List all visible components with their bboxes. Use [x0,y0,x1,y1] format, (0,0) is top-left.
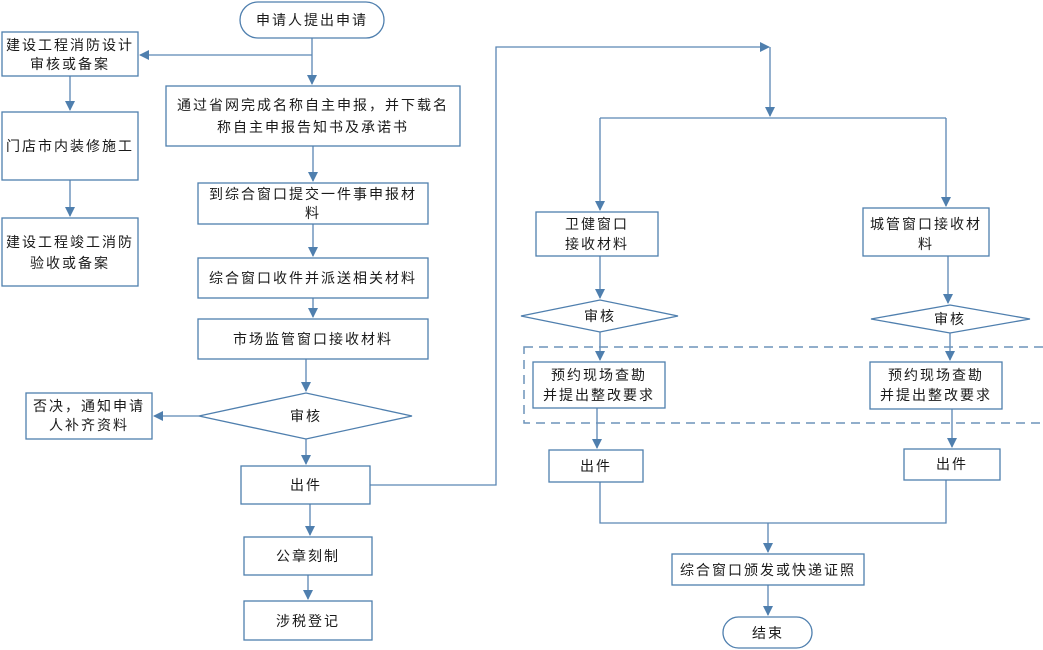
node-label: 料 [305,206,321,222]
node-label: 综合窗口收件并派送相关材料 [209,270,417,287]
node-label: 申请人提出申请 [256,13,368,29]
node-label: 审核或备案 [30,56,110,73]
node-label: 建设工程消防设计 [6,38,134,54]
node-label: 料 [918,237,934,253]
node-label: 并提出整改要求 [880,388,992,404]
node-label: 出件 [290,478,322,494]
node-end[interactable]: 结束 [722,616,813,649]
node-label: 门店市内装修施工 [6,138,134,155]
node-label: 接收材料 [565,236,629,253]
node-submit-materials[interactable]: 到综合窗口提交一件事申报材 料 [197,182,429,225]
node-health-review[interactable]: 审核 [520,299,679,333]
node-label: 验收或备案 [30,255,110,272]
node-label: 并提出整改要求 [543,388,655,404]
node-urban-inspect[interactable]: 预约现场查勘 并提出整改要求 [869,361,1003,410]
edge-merge [599,480,947,524]
onsite-inspection-group [523,346,1043,424]
node-reject[interactable]: 否决，通知申请 人补齐资料 [25,392,153,440]
connectors [65,38,957,616]
node-health-receive[interactable]: 卫健窗口 接收材料 [535,211,659,257]
node-tax[interactable]: 涉税登记 [243,600,373,641]
node-label: 公章刻制 [276,548,340,565]
node-label: 出件 [580,459,612,475]
node-seal[interactable]: 公章刻制 [243,536,373,576]
node-label: 到综合窗口提交一件事申报材 [209,186,417,203]
node-label: 审核 [290,409,322,425]
node-fire-design[interactable]: 建设工程消防设计 审核或备案 [1,31,139,77]
node-label: 出件 [936,457,968,473]
node-name-declare[interactable]: 通过省网完成名称自主申报，并下载名 称自主申报告知书及承诺书 [165,85,461,147]
node-label: 预约现场查勘 [551,368,647,384]
node-label: 城管窗口接收材 [870,216,982,233]
node-market-review[interactable]: 审核 [198,392,413,440]
node-label: 建设工程竣工消防 [6,235,134,251]
node-label: 综合窗口颁发或快递证照 [680,562,856,579]
node-label: 人补齐资料 [49,418,129,434]
node-fire-acceptance[interactable]: 建设工程竣工消防 验收或备案 [1,217,139,287]
node-label: 通过省网完成名称自主申报，并下载名 [177,98,449,114]
node-urban-receive[interactable]: 城管窗口接收材 料 [862,207,990,257]
node-urban-review[interactable]: 审核 [870,304,1031,334]
node-label: 卫健窗口 [565,216,629,233]
node-deliver[interactable]: 综合窗口颁发或快递证照 [671,553,865,586]
node-dispatch[interactable]: 综合窗口收件并派送相关材料 [197,257,429,299]
node-label: 市场监管窗口接收材料 [233,331,393,348]
node-market-receive[interactable]: 市场监管窗口接收材料 [197,318,429,360]
node-label: 涉税登记 [276,614,340,630]
node-label: 审核 [934,312,966,328]
node-label: 结束 [752,626,784,642]
node-label: 预约现场查勘 [888,368,984,384]
node-market-issue[interactable]: 出件 [240,465,371,505]
node-health-inspect[interactable]: 预约现场查勘 并提出整改要求 [532,361,666,409]
node-urban-issue[interactable]: 出件 [903,448,1001,481]
edge-issue-departments [370,42,770,486]
node-label: 称自主申报告知书及承诺书 [217,119,409,136]
node-label: 否决，通知申请 [33,398,145,415]
node-health-issue[interactable]: 出件 [548,449,644,483]
node-renovation[interactable]: 门店市内装修施工 [1,111,139,181]
node-start[interactable]: 申请人提出申请 [239,1,385,39]
node-label: 审核 [584,309,616,325]
